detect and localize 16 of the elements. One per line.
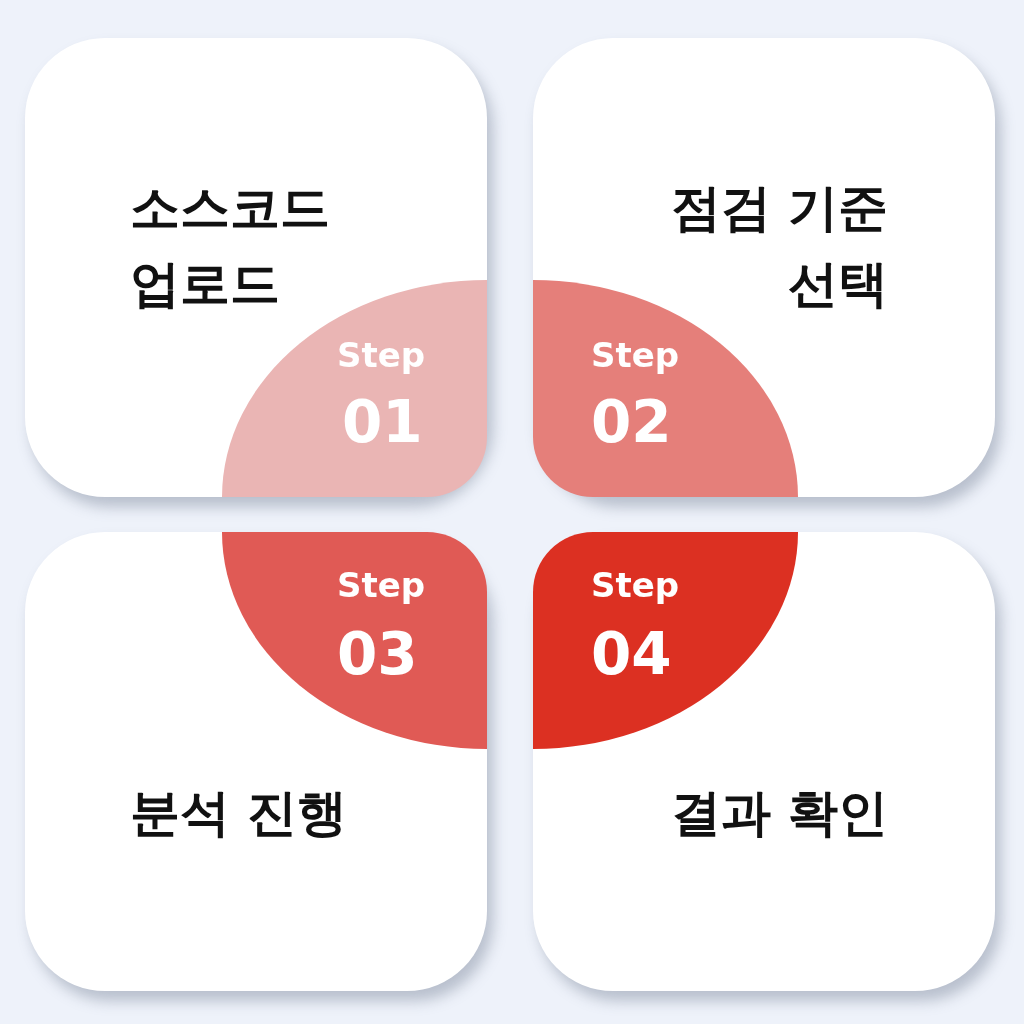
card-title: 점검 기준 선택 <box>669 178 888 315</box>
step-card <box>25 532 487 991</box>
step-card <box>533 532 995 991</box>
step-number: 04 <box>591 622 672 686</box>
step-label: Step <box>337 335 426 375</box>
step-label: Step <box>591 335 680 375</box>
step-label: Step <box>591 565 680 605</box>
card-title: 소스코드 업로드 <box>130 178 331 315</box>
step-card <box>533 38 995 497</box>
step-number: 01 <box>342 390 423 454</box>
step-number: 03 <box>337 622 418 686</box>
step-card <box>25 38 487 497</box>
step-label: Step <box>337 565 426 605</box>
card-title: 분석 진행 <box>130 783 349 844</box>
card-title: 결과 확인 <box>669 783 888 844</box>
step-number: 02 <box>591 390 672 454</box>
